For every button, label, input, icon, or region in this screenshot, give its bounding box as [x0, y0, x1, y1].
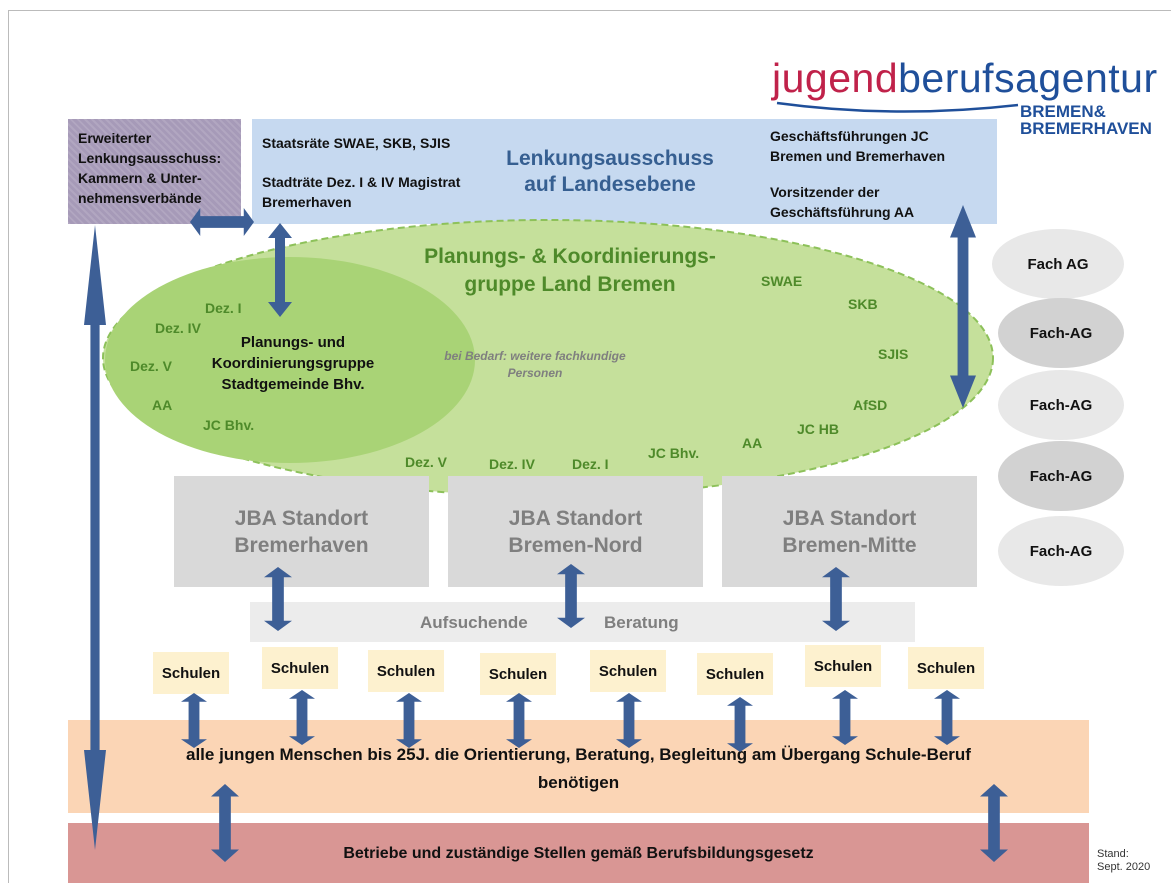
jba-line: JBA Standort: [234, 506, 369, 530]
logo-subtitle: BREMEN& BREMERHAVEN: [1020, 103, 1152, 137]
bhv-title-line: Koordinierungsgruppe: [211, 355, 375, 372]
schulen-box: Schulen: [368, 650, 444, 692]
stand-line: Sept. 2020: [1097, 861, 1151, 873]
schulen-box: Schulen: [908, 647, 984, 689]
jba-line: Bremen-Nord: [508, 533, 643, 557]
geschaeftsfuehrungen-text: Geschäftsführungen JC Bremen und Bremerh…: [770, 126, 945, 166]
planungsgruppe-bhv-title: Planungs- und Koordinierungsgruppe Stadt…: [208, 332, 378, 395]
member-label: JC HB: [797, 421, 840, 437]
logo-swoosh-icon: [776, 101, 1019, 113]
vors-line: Vorsitzender der: [770, 184, 880, 200]
jba-line: JBA Standort: [508, 506, 643, 530]
lenk-title-line: auf Landesebene: [524, 173, 696, 196]
schulen-box: Schulen: [805, 645, 881, 687]
logo-part-berufsagentur: berufsagentur: [898, 55, 1158, 101]
lenkungsausschuss-title: Lenkungsausschuss auf Landesebene: [480, 146, 740, 198]
member-label: AA: [742, 435, 763, 451]
member-label: AA: [152, 397, 173, 413]
stadtraete-line: Stadträte Dez. I & IV Magistrat: [262, 174, 461, 190]
gf-line: Bremen und Bremerhaven: [770, 148, 946, 164]
vors-line: Geschäftsführung AA: [770, 204, 915, 220]
bhv-title-line: Planungs- und: [240, 334, 346, 351]
lenk-title-line: Lenkungsausschuss: [506, 147, 714, 170]
member-label: SKB: [848, 296, 878, 312]
junge-menschen-bar: alle jungen Menschen bis 25J. die Orient…: [68, 720, 1089, 813]
bedarf-line: bei Bedarf: weitere fachkundige: [444, 349, 626, 363]
erweiterter-lenkungsausschuss-box: Erweiterter Lenkungsausschuss: Kammern &…: [68, 119, 241, 224]
member-label: Dez. I: [205, 300, 242, 316]
plan-title-line: Planungs- & Koordinierungs-: [424, 245, 716, 268]
bei-bedarf-note: bei Bedarf: weitere fachkundige Personen: [410, 348, 660, 382]
stadtraete-text: Stadträte Dez. I & IV Magistrat Bremerha…: [262, 172, 460, 212]
schulen-box: Schulen: [697, 653, 773, 695]
logo-wordmark: jugendberufsagentur: [772, 56, 1158, 100]
gf-line: Geschäftsführungen JC: [770, 128, 929, 144]
lenkungsausschuss-box: [252, 119, 997, 224]
member-label: SJIS: [878, 346, 909, 362]
beratung-label: Beratung: [604, 613, 679, 632]
logo-bremen: BREMEN&: [1020, 102, 1106, 121]
jba-line: Bremerhaven: [234, 533, 369, 557]
junge-line: benötigen: [537, 773, 620, 792]
fach-ag-circle: Fach-AG: [998, 298, 1124, 368]
schulen-box: Schulen: [153, 652, 229, 694]
planungsgruppe-land-title: Planungs- & Koordinierungs- gruppe Land …: [380, 243, 760, 299]
member-label: Dez. IV: [155, 320, 201, 336]
betriebe-bar: Betriebe und zuständige Stellen gemäß Be…: [68, 823, 1089, 883]
fach-ag-circle: Fach-AG: [998, 516, 1124, 586]
erw-line: Erweiterter: [78, 130, 152, 146]
slide-frame: [8, 10, 1171, 883]
erw-line: Lenkungsausschuss:: [78, 150, 222, 166]
jba-line: JBA Standort: [782, 506, 917, 530]
staatsraete-text: Staatsräte SWAE, SKB, SJIS: [262, 135, 451, 151]
stand-line: Stand:: [1097, 848, 1129, 860]
bhv-title-line: Stadtgemeinde Bhv.: [221, 376, 365, 393]
erw-line: Kammern & Unter-: [78, 170, 202, 186]
member-label: AfSD: [853, 397, 888, 413]
fach-ag-circle: Fach-AG: [998, 370, 1124, 440]
member-label: SWAE: [761, 273, 803, 289]
logo-bremerhaven: BREMERHAVEN: [1020, 119, 1152, 138]
member-label: JC Bhv.: [648, 445, 700, 461]
erw-line: nehmensverbände: [78, 190, 202, 206]
planungsgruppe-bhv-ellipse: [105, 257, 475, 463]
aufsuchende-beratung-bar: [250, 602, 915, 642]
schulen-box: Schulen: [480, 653, 556, 695]
jba-line: Bremen-Mitte: [782, 533, 917, 557]
schulen-box: Schulen: [590, 650, 666, 692]
member-label: Dez. I: [572, 456, 609, 472]
schulen-box: Schulen: [262, 647, 338, 689]
stadtraete-line: Bremerhaven: [262, 194, 352, 210]
plan-title-line: gruppe Land Bremen: [464, 273, 676, 296]
stand-note: Stand: Sept. 2020: [1097, 848, 1150, 874]
aufsuchende-label: Aufsuchende: [420, 613, 528, 632]
member-label: Dez. V: [405, 454, 448, 470]
fach-ag-circle: Fach AG: [992, 229, 1124, 299]
member-label: JC Bhv.: [203, 417, 255, 433]
member-label: Dez. V: [130, 358, 173, 374]
vorsitzender-text: Vorsitzender der Geschäftsführung AA: [770, 182, 914, 222]
junge-line: alle jungen Menschen bis 25J. die Orient…: [186, 745, 971, 764]
bedarf-line: Personen: [507, 366, 563, 380]
fach-ag-circle: Fach-AG: [998, 441, 1124, 511]
member-label: Dez. IV: [489, 456, 535, 472]
logo-part-jugend: jugend: [772, 55, 899, 101]
